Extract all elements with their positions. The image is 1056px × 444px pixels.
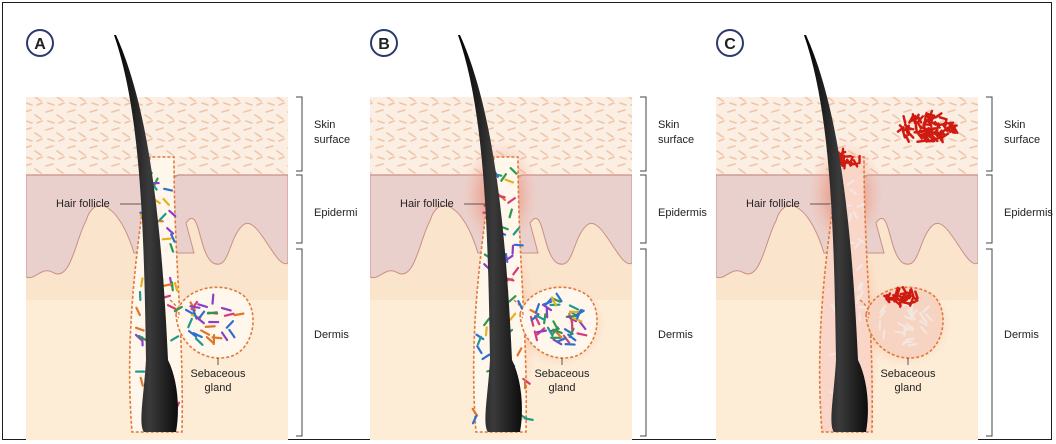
hair-follicle-label: Hair follicle bbox=[746, 198, 800, 210]
epidermis-label: Epidermis bbox=[658, 207, 707, 219]
panel-letter: C bbox=[724, 36, 736, 53]
skin-surface-label: Skin bbox=[314, 119, 335, 131]
hair-follicle-label: Hair follicle bbox=[400, 198, 454, 210]
hair-follicle-label: Hair follicle bbox=[56, 198, 110, 210]
layer-bracket bbox=[640, 97, 646, 171]
epidermis-label: Epidermi bbox=[314, 207, 357, 219]
panel-b: B Hair follicleSebaceous gland Skin surfaceE… bbox=[370, 30, 707, 440]
layer-bracket bbox=[296, 175, 302, 243]
gland-label-2: gland bbox=[205, 382, 232, 394]
gland-label: Sebaceous bbox=[190, 368, 246, 380]
panel-c: C Hair follicleSebaceous gland Skin surfaceE… bbox=[716, 30, 1053, 440]
dermis-label: Dermis bbox=[658, 329, 693, 341]
skin-surface-label: Skin bbox=[1004, 119, 1025, 131]
skin-surface-label-2: surface bbox=[658, 134, 694, 146]
skin-surface-label-2: surface bbox=[1004, 134, 1040, 146]
layer-bracket bbox=[296, 249, 302, 436]
layer-bracket bbox=[640, 175, 646, 243]
gland-label-2: gland bbox=[895, 382, 922, 394]
dermis-label: Dermis bbox=[1004, 329, 1039, 341]
layer-bracket bbox=[986, 249, 992, 436]
skin-surface-label-2: surface bbox=[314, 134, 350, 146]
panel-a: A Hair follicleSebaceous gland Skin surfaceE… bbox=[26, 30, 357, 440]
skin-surface-label: Skin bbox=[658, 119, 679, 131]
panel-letter: B bbox=[378, 36, 390, 53]
gland-label: Sebaceous bbox=[534, 368, 590, 380]
panel-letter: A bbox=[34, 36, 46, 53]
layer-bracket bbox=[296, 97, 302, 171]
layer-bracket bbox=[986, 97, 992, 171]
layer-bracket bbox=[640, 249, 646, 436]
layer-bracket bbox=[986, 175, 992, 243]
epidermis-label: Epidermis bbox=[1004, 207, 1053, 219]
gland-label-2: gland bbox=[549, 382, 576, 394]
dermis-label: Dermis bbox=[314, 329, 349, 341]
gland-label: Sebaceous bbox=[880, 368, 936, 380]
